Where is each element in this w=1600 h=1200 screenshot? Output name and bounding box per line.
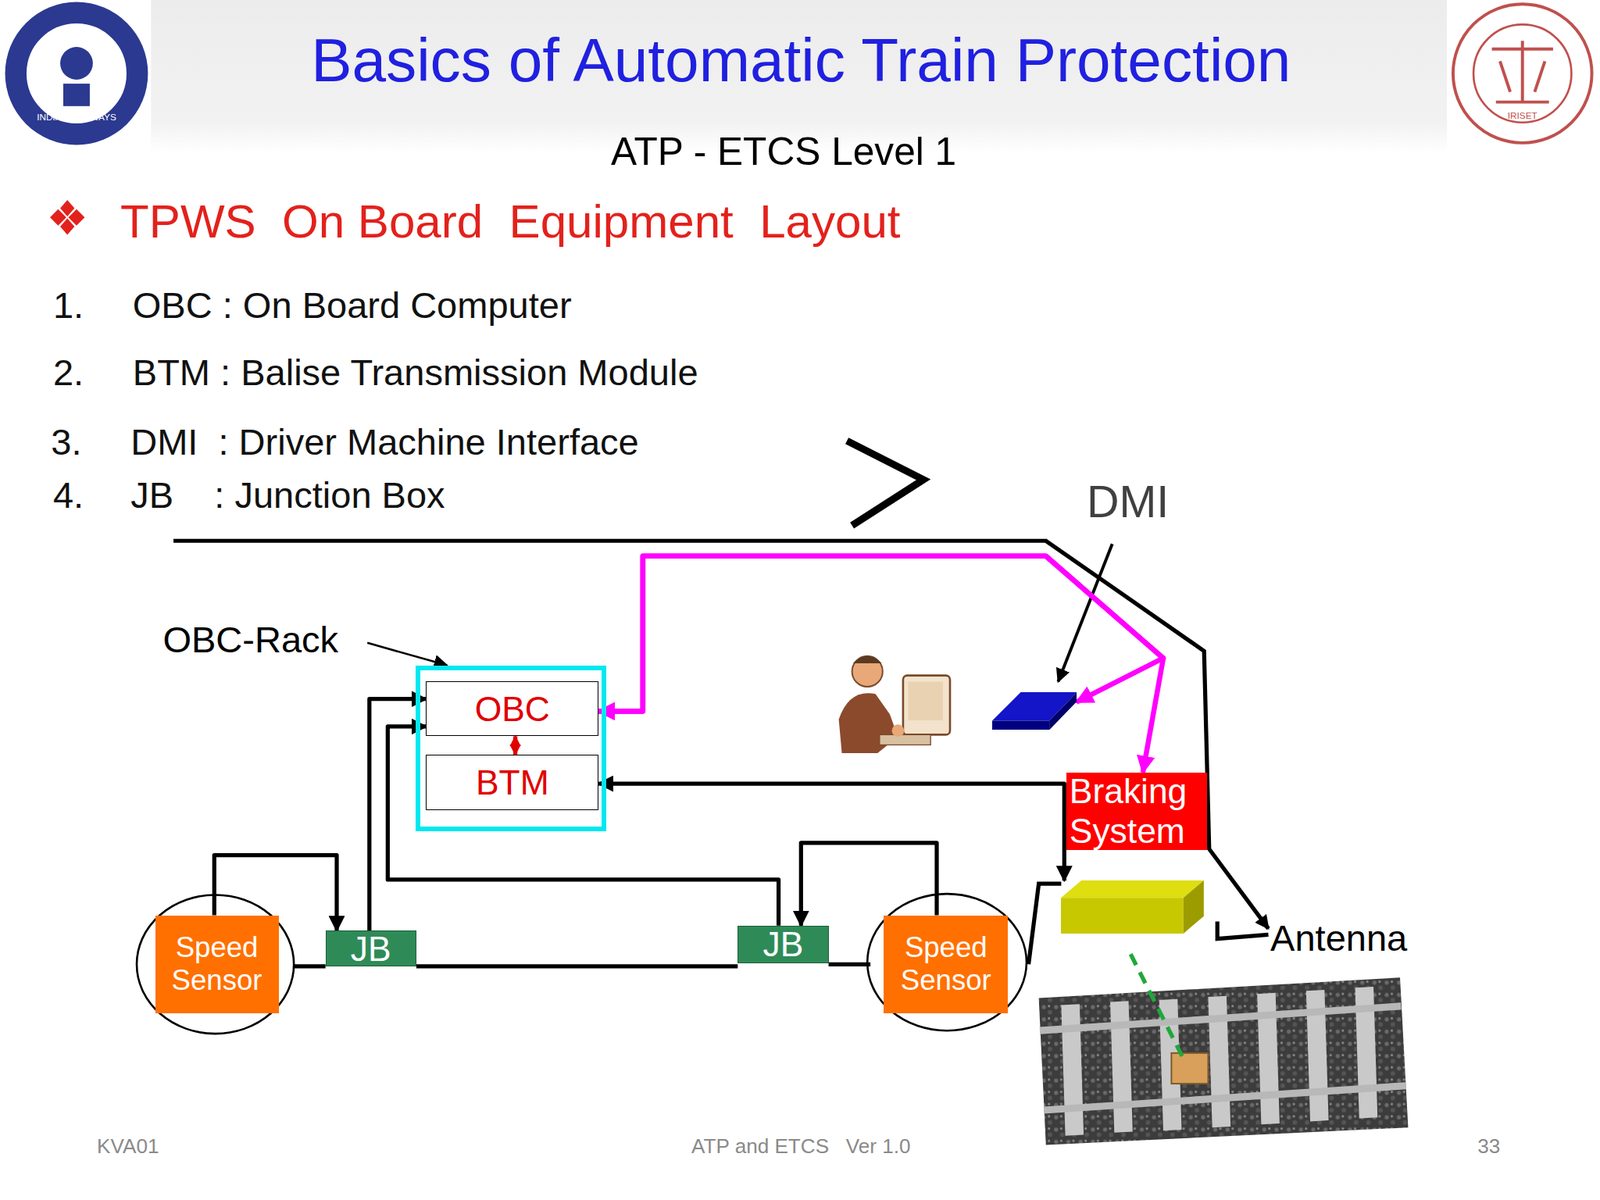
bogie-frame xyxy=(828,962,872,967)
slide-title: Basics of Automatic Train Protection xyxy=(189,25,1414,96)
list-item: BTM : Balise Transmission Module xyxy=(132,351,699,394)
node-label: Speed Sensor xyxy=(883,931,1008,997)
antenna-unit: Antenna xyxy=(1060,880,1204,934)
dmi-front-face xyxy=(992,720,1050,730)
driver-hair xyxy=(853,656,883,664)
node-label: Braking System xyxy=(1069,771,1208,851)
connector xyxy=(598,783,1065,881)
dmi-shape xyxy=(992,692,1077,730)
logo-text: IRISET xyxy=(1460,110,1584,122)
wheel-circle xyxy=(136,894,294,1034)
chevron xyxy=(846,440,924,525)
logo-emblem xyxy=(63,83,90,107)
monitor-screen xyxy=(907,681,943,721)
list-item: DMI : Driver Machine Interface xyxy=(130,421,640,464)
junction-box: JB xyxy=(737,925,829,964)
logo-emblem xyxy=(1492,40,1554,102)
institute-logo xyxy=(1453,3,1593,143)
section-heading: TPWS On Board Equipment Layout xyxy=(120,194,900,249)
train-outline xyxy=(1028,883,1062,965)
connector xyxy=(800,842,937,926)
node-label: JB xyxy=(763,924,804,965)
node-label: DMI xyxy=(1086,475,1169,528)
obc-box: OBC xyxy=(425,681,599,737)
logo-inner xyxy=(25,22,129,125)
monitor xyxy=(903,675,950,736)
sleeper xyxy=(1060,1003,1084,1136)
rail xyxy=(1039,1006,1401,1031)
logo-text: INDIAN RAILWAYS xyxy=(15,111,139,123)
node-label: OBC-Rack xyxy=(162,618,339,661)
bullet-part xyxy=(68,209,86,226)
list-number: 4. xyxy=(53,474,84,517)
driver-illustration xyxy=(839,656,950,754)
bogie-frame xyxy=(293,964,325,968)
footer-code: KVA01 xyxy=(96,1134,159,1158)
driver-hand xyxy=(892,724,905,737)
node-label: Antenna xyxy=(1270,917,1408,960)
rail xyxy=(1043,1085,1407,1111)
connector xyxy=(598,556,1164,712)
leader-arrow xyxy=(1057,543,1112,682)
bogie-frame xyxy=(416,964,738,968)
connector xyxy=(513,735,518,755)
list-item: OBC : On Board Computer xyxy=(132,284,572,327)
antenna-shape xyxy=(1060,880,1204,934)
page-number: 33 xyxy=(1477,1134,1500,1158)
btm-box: BTM xyxy=(425,754,599,811)
antenna-top-face xyxy=(1060,880,1204,898)
logo-emblem xyxy=(60,46,93,80)
balise-link xyxy=(1130,953,1184,1060)
list-number: 2. xyxy=(53,351,84,394)
track-photo xyxy=(1039,953,1409,1145)
leader-arrow xyxy=(367,642,447,666)
railway-logo xyxy=(5,2,149,146)
antenna-side-face xyxy=(1183,880,1204,934)
dmi-side-face xyxy=(1049,692,1077,730)
connector xyxy=(387,726,779,926)
antenna-front-face xyxy=(1060,897,1184,934)
bullet-part xyxy=(50,209,67,226)
braking-system-box: Braking System xyxy=(1066,772,1208,850)
speed-sensor-box: Speed Sensor xyxy=(883,915,1008,1014)
antenna-leader xyxy=(1217,921,1268,939)
logo-inner xyxy=(1473,24,1572,122)
connector xyxy=(598,556,1164,773)
node-label: OBC xyxy=(475,689,550,729)
keyboard xyxy=(879,734,931,745)
speed-sensor-box: Speed Sensor xyxy=(155,915,279,1014)
node-label: JB xyxy=(350,928,392,969)
bullet-symbol xyxy=(50,200,85,235)
junction-box: JB xyxy=(325,930,417,967)
wheel-circle xyxy=(867,893,1027,1031)
dmi-unit: DMI xyxy=(992,692,1077,730)
driver-head xyxy=(852,656,883,687)
sleeper xyxy=(1110,1000,1133,1133)
train-outline xyxy=(173,540,1268,929)
footer-version: ATP and ETCS Ver 1.0 xyxy=(494,1134,1108,1158)
node-label: BTM xyxy=(475,762,550,803)
node-label: Speed Sensor xyxy=(155,931,279,997)
list-item: JB : Junction Box xyxy=(130,474,445,517)
list-number: 1. xyxy=(53,284,84,327)
obc-rack: OBCBTMOBC-Rack xyxy=(415,665,607,833)
track-ballast xyxy=(1039,977,1409,1145)
slide-subtitle: ATP - ETCS Level 1 xyxy=(171,129,1396,175)
list-number: 3. xyxy=(50,421,82,464)
balise xyxy=(1171,1053,1208,1084)
